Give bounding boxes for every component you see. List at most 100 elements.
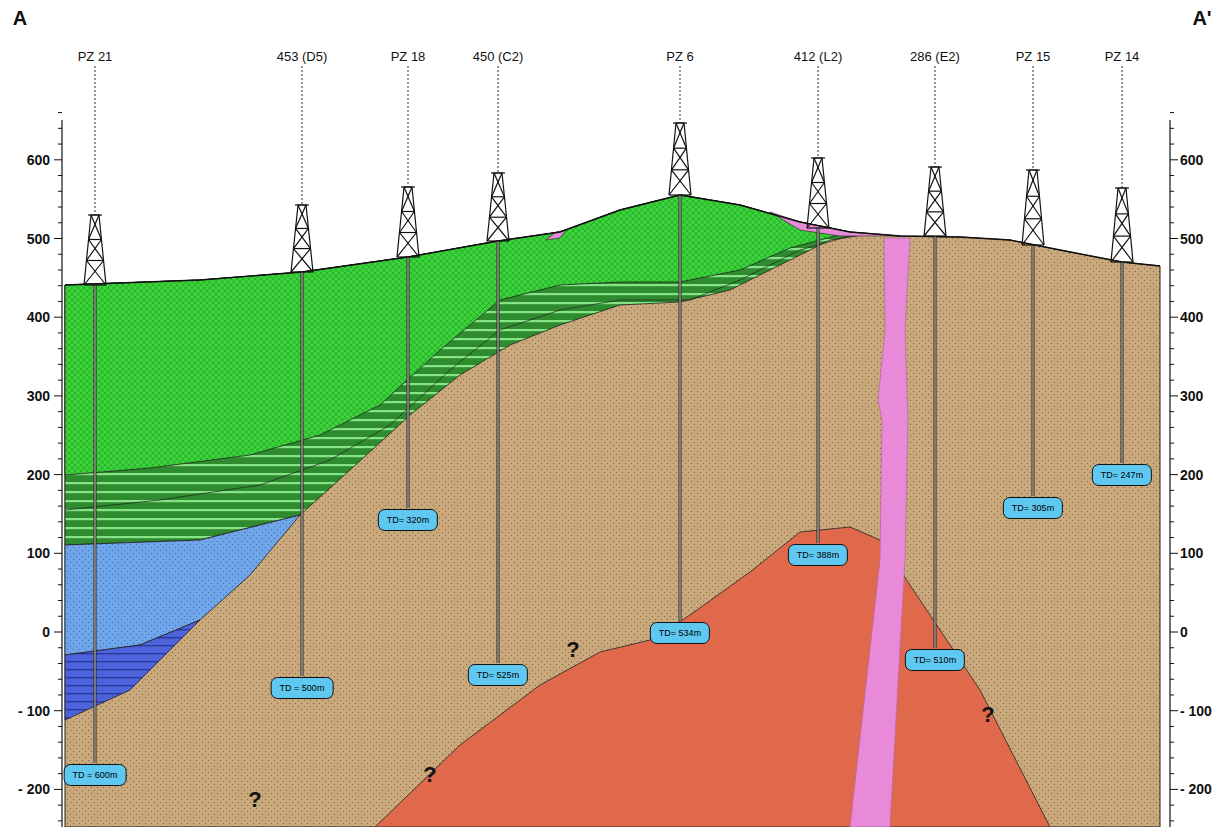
well-name: PZ 15 (1016, 49, 1051, 64)
well-name: PZ 14 (1105, 49, 1140, 64)
axis-tick (1170, 757, 1174, 758)
depth-label: TD= 510m (914, 655, 956, 665)
axis-tick (1170, 395, 1178, 396)
axis-tick (1170, 443, 1174, 444)
borehole (497, 241, 500, 663)
leader-line (302, 66, 303, 205)
axis-tick (58, 380, 62, 381)
axis-tick (58, 443, 62, 444)
well-name: 453 (D5) (277, 49, 328, 64)
derrick-symbol (1022, 170, 1044, 245)
axis-tick (58, 647, 62, 648)
axis-tick (1170, 207, 1174, 208)
pink-lens (770, 212, 900, 236)
derrick-symbol (487, 173, 509, 241)
borehole (408, 257, 409, 508)
borehole (818, 228, 819, 543)
axis-value: - 200 (18, 781, 50, 797)
axis-tick (58, 348, 62, 349)
axis-line (61, 120, 62, 827)
axis-tick (1170, 742, 1174, 743)
axis-value: 600 (27, 152, 50, 168)
axis-tick (58, 742, 62, 743)
axis-value: 500 (1180, 231, 1203, 247)
section-end: A (13, 7, 27, 30)
depth-box: TD= 388m (788, 544, 848, 566)
axis-tick (58, 128, 62, 129)
axis-tick (58, 364, 62, 365)
borehole (680, 195, 681, 621)
axis-tick (54, 789, 62, 790)
axis-tick (1170, 301, 1174, 302)
depth-box: TD= 510m (905, 649, 965, 671)
axis-tick (1170, 694, 1174, 695)
axis-value: 0 (42, 624, 50, 640)
uncertainty-mark: ? (423, 762, 436, 788)
axis-value: 0 (1180, 624, 1188, 640)
axis-tick (1170, 506, 1174, 507)
hatched-unit (65, 195, 850, 475)
derrick-symbol (924, 167, 946, 236)
axis-tick (54, 395, 62, 396)
axis-tick (58, 726, 62, 727)
axis-tick (58, 490, 62, 491)
axis-tick (1170, 128, 1174, 129)
axis-value: 100 (27, 545, 50, 561)
axis-tick (1170, 427, 1174, 428)
axis-tick (1170, 222, 1174, 223)
axis-tick (54, 632, 62, 633)
axis-value: 300 (1180, 388, 1203, 404)
axis-tick (1170, 285, 1174, 286)
axis-value: 200 (1180, 467, 1203, 483)
axis-tick (1170, 490, 1174, 491)
axis-tick (1170, 820, 1174, 821)
axis-tick (1170, 238, 1178, 239)
axis-tick (1170, 159, 1178, 160)
borehole (498, 241, 499, 663)
axis-tick (58, 458, 62, 459)
axis-tick (1170, 411, 1174, 412)
axis-tick (54, 317, 62, 318)
uncertainty-mark: ? (981, 702, 994, 728)
depth-box: TD= 247m (1092, 464, 1152, 486)
basement (65, 195, 1160, 827)
derrick-symbol (807, 158, 829, 228)
axis-tick (1170, 458, 1174, 459)
well-name: PZ 18 (391, 49, 426, 64)
depth-label: TD= 525m (477, 670, 519, 680)
axis-value: - 100 (18, 703, 50, 719)
axis-tick (58, 254, 62, 255)
leader-line (680, 66, 681, 123)
axis-tick (58, 805, 62, 806)
axis-tick (58, 820, 62, 821)
axis-tick (54, 710, 62, 711)
leader-line (1033, 66, 1034, 170)
axis-tick (58, 679, 62, 680)
axis-tick (1170, 569, 1174, 570)
axis-tick (54, 159, 62, 160)
axis-tick (1170, 317, 1178, 318)
depth-box: TD = 600m (64, 764, 127, 786)
axis-value: 300 (27, 388, 50, 404)
leader-line (818, 66, 819, 158)
axis-tick (1170, 364, 1174, 365)
derrick-symbol (669, 123, 691, 195)
axis-tick (58, 175, 62, 176)
dike (850, 238, 910, 827)
axis-tick (58, 269, 62, 270)
depth-label: TD= 247m (1101, 470, 1143, 480)
axis-tick (1170, 144, 1174, 145)
axis-tick (58, 285, 62, 286)
axis-tick (1170, 175, 1174, 176)
ground-surface (65, 195, 1160, 285)
axis-value: 400 (27, 309, 50, 325)
leader-line (498, 66, 499, 173)
borehole (407, 257, 410, 508)
borehole (817, 228, 820, 543)
axis-tick (1170, 191, 1174, 192)
well-name: 286 (E2) (910, 49, 960, 64)
axis-tick (58, 663, 62, 664)
